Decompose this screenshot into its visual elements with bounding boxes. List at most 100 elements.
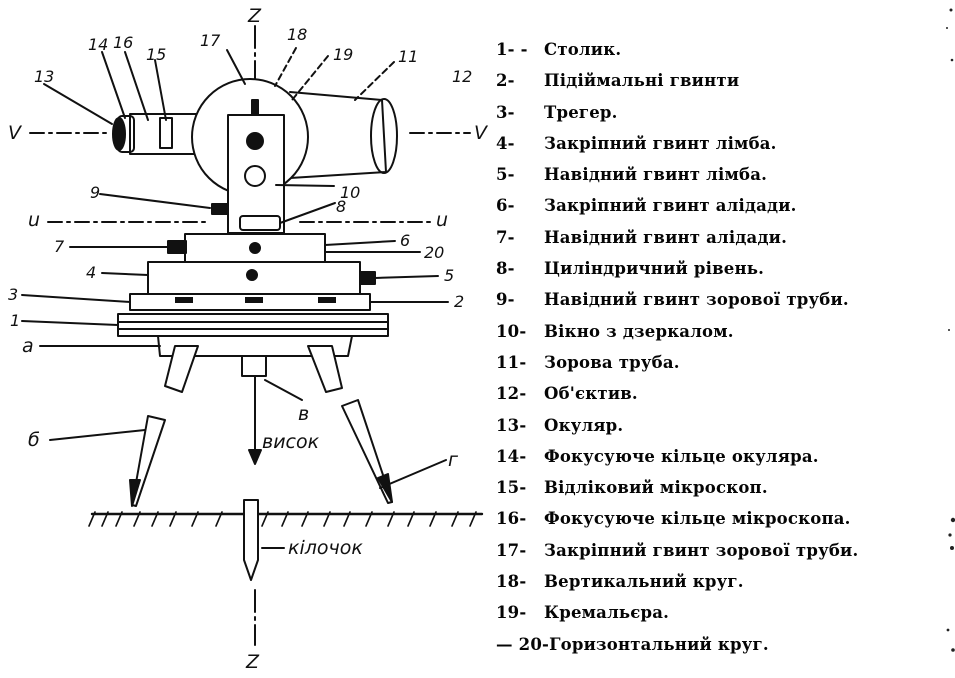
telescope-tube (289, 91, 387, 179)
legend-number: 5- (496, 165, 515, 185)
legend-item: 3- Трегер. (496, 97, 951, 128)
label-a: а (22, 335, 34, 357)
legend-item: 19- Кремальєра. (496, 597, 951, 628)
legend-item: 12- Об'єктив. (496, 378, 951, 409)
screw-7 (167, 240, 187, 254)
axis-v-left-label: V (8, 122, 23, 144)
legend-item: 8- Циліндричний рівень. (496, 253, 951, 284)
screw-6 (249, 242, 261, 254)
peg-label: кілочок (288, 537, 363, 559)
callout-7: 7 (54, 237, 65, 256)
legend-number: 16- (496, 509, 527, 529)
callout-10: 10 (340, 183, 360, 202)
plumb-housing (241, 355, 267, 377)
callout-13: 13 (34, 67, 54, 86)
label-g: г (448, 449, 459, 471)
legend-number: 17- (496, 540, 527, 560)
legend-text: Навідний гвинт лімба. (544, 165, 768, 185)
peg (243, 499, 259, 581)
legend-text: Циліндричний рівень. (544, 259, 765, 279)
legend-text: Підіймальні гвинти (544, 71, 740, 91)
leveling-screws (175, 297, 336, 303)
label-b: б (28, 429, 40, 451)
plumb-label: висок (262, 431, 320, 453)
legend-item: 1- - Столик. (496, 34, 951, 65)
legend-text: Горизонтальний круг. (549, 634, 769, 654)
legend-text: Фокусуюче кільце мікроскопа. (544, 509, 851, 529)
screw-4 (246, 269, 258, 281)
tripod-leg-left (164, 345, 199, 393)
legend-text: Відліковий мікроскоп. (544, 478, 768, 498)
legend-number: 13- (496, 415, 527, 435)
legend-number: 12- (496, 384, 527, 404)
axis-u-right-label: u (436, 209, 448, 231)
legend-number: 3- (496, 102, 515, 122)
callout-17: 17 (200, 31, 221, 50)
axis-v-right-label: V (474, 122, 489, 144)
callout-5: 5 (444, 266, 454, 285)
callout-9: 9 (90, 183, 100, 202)
legend-text: Закріпний гвинт лімба. (544, 133, 777, 153)
spike-left (131, 415, 166, 507)
callout-12: 12 (452, 67, 472, 86)
legend-item: 14- Фокусуюче кільце окуляра. (496, 441, 951, 472)
legend-number: 19- (496, 603, 527, 623)
legend-item: — 20-Горизонтальний круг. (496, 629, 951, 660)
axis-z-bottom-label: Z (245, 651, 260, 673)
legend-number: 9- (496, 290, 515, 310)
legend-text: Об'єктив. (544, 384, 638, 404)
eyepiece (112, 117, 126, 151)
legend-text: Окуляр. (544, 415, 624, 435)
legend-number: 11- (496, 352, 527, 372)
tripod-leg-right (307, 345, 343, 393)
legend-item: 11- Зорова труба. (496, 347, 951, 378)
legend-item: 9- Навідний гвинт зорової труби. (496, 284, 951, 315)
legend-text: Закріпний гвинт алідади. (544, 196, 797, 216)
callout-3: 3 (8, 285, 18, 304)
callout-16: 16 (113, 33, 133, 52)
callout-11: 11 (398, 47, 418, 66)
legend-number: 10- (496, 321, 527, 341)
legend-text: Зорова труба. (544, 352, 680, 372)
legend-text: Трегер. (544, 102, 618, 122)
callout-14: 14 (88, 35, 108, 54)
parts-legend: 1- - Столик. 2-Підіймальні гвинти 3- Треге… (496, 34, 951, 660)
legend-number: 4- (496, 133, 515, 153)
legend-number: 18- (496, 572, 527, 592)
callout-18: 18 (287, 25, 307, 44)
axis-z-top-label: Z (247, 5, 262, 27)
microscope-ring (159, 117, 173, 149)
legend-item: 16- Фокусуюче кільце мікроскопа. (496, 503, 951, 534)
legend-item: 18-Вертикальний круг. (496, 566, 951, 597)
clamp-screw-17 (251, 99, 259, 115)
callout-6: 6 (400, 231, 410, 250)
legend-text: Вікно з дзеркалом. (544, 321, 734, 341)
legend-item: 10- Вікно з дзеркалом. (496, 316, 951, 347)
legend-number: 7- (496, 227, 515, 247)
legend-item: 2-Підіймальні гвинти (496, 65, 951, 96)
legend-number: 6- (496, 196, 515, 216)
legend-text: Навідний гвинт зорової труби. (544, 290, 849, 310)
legend-number: 14- (496, 446, 527, 466)
label-v: в (298, 403, 309, 425)
legend-number: 1- - (496, 40, 528, 59)
legend-item: 17- Закріпний гвинт зорової труби. (496, 535, 951, 566)
callout-8: 8 (336, 197, 346, 216)
axis-u-left-label: u (28, 209, 40, 231)
callout-15: 15 (146, 45, 166, 64)
legend-text: Навідний гвинт алідади. (544, 227, 788, 247)
tangent-screw-9 (211, 203, 229, 215)
tripod-head (117, 313, 389, 337)
legend-text: Фокусуюче кільце окуляра. (544, 446, 819, 466)
legend-item: 5- Навідний гвинт лімба. (496, 159, 951, 190)
legend-text: Столик. (544, 40, 622, 59)
callout-1: 1 (10, 311, 20, 330)
legend-text: Закріпний гвинт зорової труби. (544, 540, 859, 560)
standard-hole (244, 165, 266, 187)
window-mirror (246, 132, 264, 150)
legend-number: 8- (496, 259, 515, 279)
legend-text: Кремальєра. (544, 603, 670, 623)
legend-item: 15-Відліковий мікроскоп. (496, 472, 951, 503)
